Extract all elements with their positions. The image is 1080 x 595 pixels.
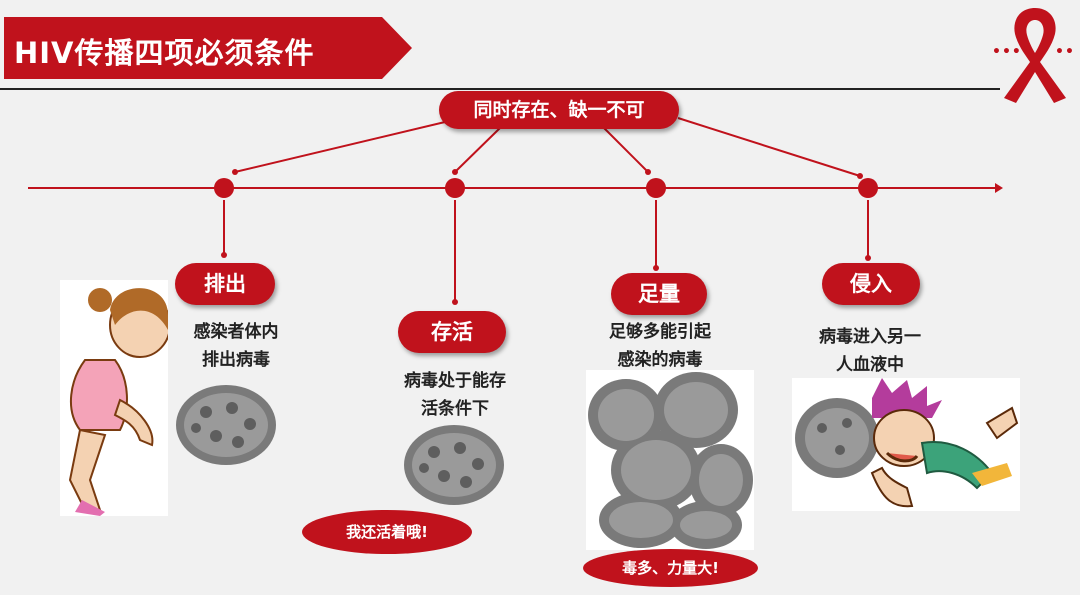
- red-ribbon-icon: [1004, 8, 1066, 103]
- ribbon-dots-right: ••: [1055, 44, 1075, 60]
- title-banner: [4, 17, 412, 79]
- page-title: HIV传播四项必须条件: [14, 36, 315, 70]
- condition-label-sufficient: 足量: [611, 273, 707, 315]
- boy-virus-icon: [795, 378, 1019, 508]
- virus-icon: [404, 425, 504, 505]
- ribbon-dots-left: •••: [992, 44, 1022, 60]
- condition-desc-excrete: 感染者体内 排出病毒: [193, 322, 279, 370]
- virus-cluster-icon: [588, 372, 753, 549]
- condition-desc-survive: 病毒处于能存 活条件下: [404, 371, 506, 419]
- condition-desc-sufficient: 足够多能引起 感染的病毒: [609, 322, 711, 370]
- boy-illustration: [792, 378, 1020, 511]
- top-label-pill: 同时存在、缺一不可: [439, 91, 679, 129]
- speech-bubble-alive: 我还活着哦!: [302, 510, 472, 554]
- girl-illustration: [60, 280, 171, 516]
- title-divider: [0, 88, 1000, 90]
- condition-label-excrete: 排出: [175, 263, 275, 305]
- girl-icon: [68, 288, 171, 516]
- condition-label-survive: 存活: [398, 311, 506, 353]
- virus-cluster-card: [586, 370, 754, 550]
- speech-bubble-strong: 毒多、力量大!: [583, 549, 758, 587]
- condition-desc-invade: 病毒进入另一 人血液中: [819, 327, 921, 375]
- condition-label-invade: 侵入: [822, 263, 920, 305]
- virus-icon: [176, 385, 276, 465]
